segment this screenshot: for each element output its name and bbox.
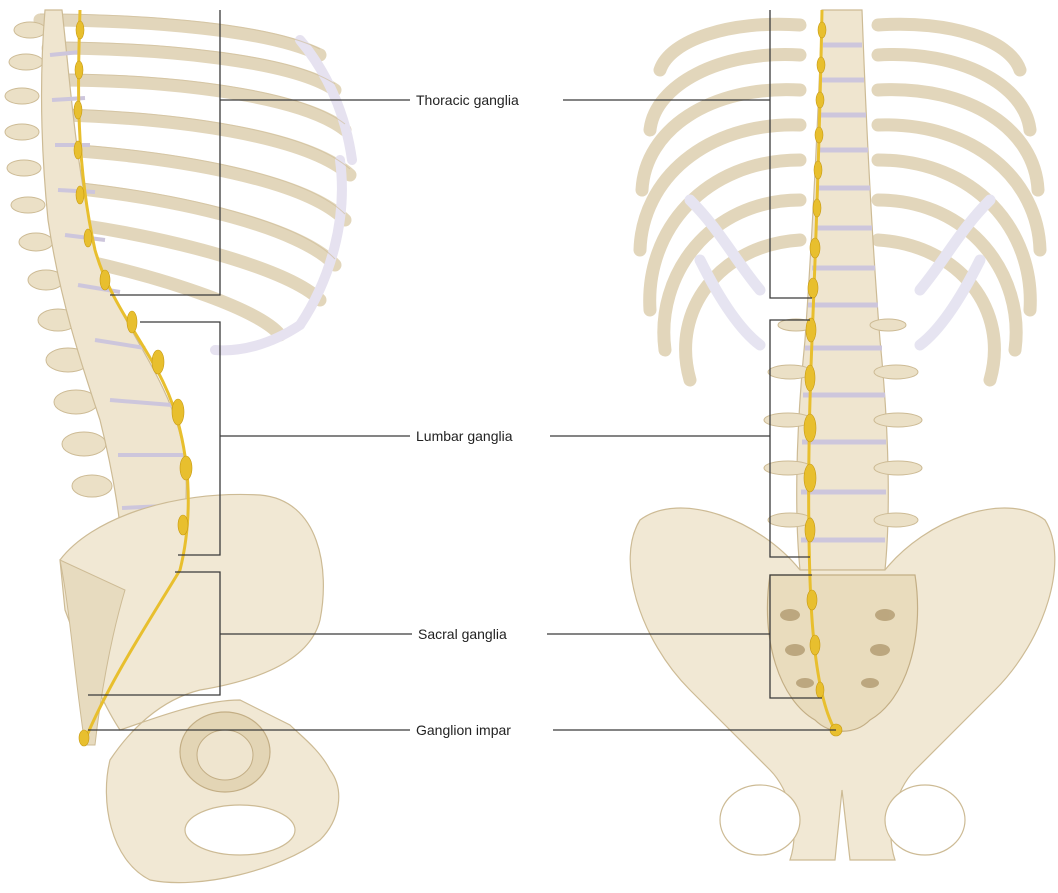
lateral-view <box>5 10 352 883</box>
anterior-view <box>630 10 1055 860</box>
thoracic-ganglia-label: Thoracic ganglia <box>412 92 523 108</box>
ganglion-impar-label: Ganglion impar <box>412 722 515 738</box>
sacral-ganglia-label: Sacral ganglia <box>414 626 511 642</box>
lateral-pelvis <box>60 494 339 882</box>
lateral-vertebral-column <box>42 10 187 570</box>
lumbar-ganglia-label: Lumbar ganglia <box>412 428 517 444</box>
